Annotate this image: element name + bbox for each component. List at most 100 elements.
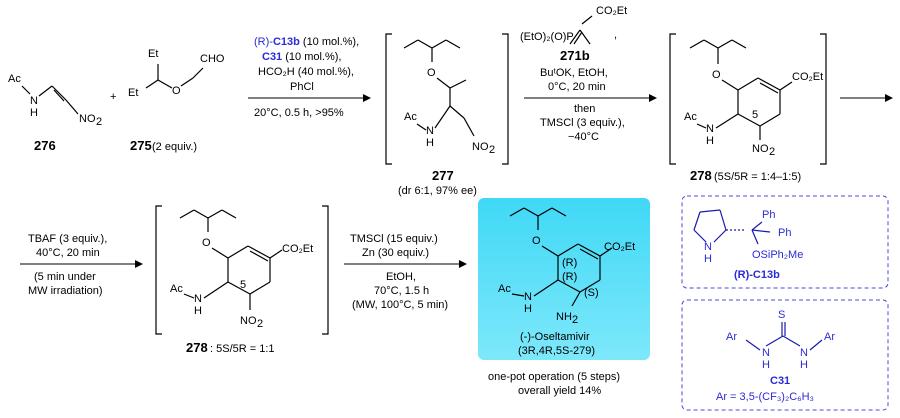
svg-text:NH: NH [556,311,572,323]
compound-279-oseltamivir: O CO₂Et (R) (R) (S) Ac N H NH 2 (-)-Osel… [498,207,635,357]
reagent-271b-label: 271b [560,48,590,63]
svg-text:TBAF (3 equiv.),: TBAF (3 equiv.), [28,233,107,245]
svg-text:OSiPh₂Me: OSiPh₂Me [752,249,803,261]
svg-text:N: N [706,123,714,135]
svg-text:CO₂Et: CO₂Et [792,71,823,83]
svg-text:Ph: Ph [762,209,775,221]
svg-text:H: H [762,359,770,371]
svg-text:2: 2 [96,116,102,128]
svg-text:HCO₂H (40 mol.%),: HCO₂H (40 mol.%), [258,66,354,78]
svg-text:H: H [194,305,202,317]
oseltamivir-name: (-)-Oseltamivir [520,331,590,343]
compound-278-first-label: 278 [690,168,712,183]
svg-text:Ac: Ac [684,111,697,123]
compound-276-label: 276 [34,138,56,153]
svg-text:EtOH,: EtOH, [386,271,416,283]
compound-277: O Ac N H NO 2 277 (dr 6:1, 97% ee) [385,33,509,197]
svg-text:then: then [574,103,595,115]
svg-text:N: N [426,125,434,137]
catalyst-c13b-label: (R)-C13b [734,269,780,281]
svg-text:NO: NO [79,113,96,125]
overall-yield: overall yield 14% [518,385,601,397]
svg-text:N: N [524,291,532,303]
svg-text:(R)-C13b (10 mol.%),: (R)-C13b (10 mol.%), [254,36,359,48]
svg-text:MW irradiation): MW irradiation) [28,285,103,297]
svg-text:H: H [524,303,532,315]
catalyst-c31-ar: Ar = 3,5-(CF₃)₂C₆H₃ [716,391,814,403]
svg-text:S: S [778,309,785,321]
svg-text:CO₂Et: CO₂Et [596,5,627,17]
svg-text:(5 min under: (5 min under [34,271,96,283]
svg-text:Ar: Ar [726,331,737,343]
svg-text:2: 2 [489,144,495,156]
svg-text:(R): (R) [562,271,577,283]
svg-text:O: O [172,85,181,97]
svg-text:Ac: Ac [8,73,21,85]
svg-text:(S): (S) [584,287,599,299]
svg-text:PhCl: PhCl [290,81,314,93]
svg-text:5: 5 [240,279,246,291]
svg-text:H: H [704,253,712,265]
svg-text:Zn (30 equiv.): Zn (30 equiv.) [362,247,429,259]
svg-text:20°C, 0.5 h, >95%: 20°C, 0.5 h, >95% [254,107,344,119]
svg-text:2: 2 [572,314,578,326]
compound-275-equiv: (2 equiv.) [152,141,197,153]
svg-text:BuᵗOK, EtOH,: BuᵗOK, EtOH, [540,67,608,79]
svg-text:N: N [194,293,202,305]
compound-275: Et Et O CHO 275 (2 equiv.) [128,48,225,153]
compound-277-label: 277 [432,168,454,183]
svg-text:N: N [704,241,712,253]
svg-text:(R): (R) [562,257,577,269]
compound-277-note: (dr 6:1, 97% ee) [398,185,477,197]
oseltamivir-highlight-box [478,198,650,360]
compound-275-label: 275 [130,138,152,153]
svg-text:N: N [800,347,808,359]
svg-text:,: , [614,29,617,41]
svg-text:Ph: Ph [778,227,791,239]
svg-text:NO: NO [752,143,769,155]
svg-text:H: H [30,107,38,119]
svg-text:2: 2 [769,146,775,158]
step1-conditions: (R)-C13b (10 mol.%), C31 (10 mol.%), HCO… [248,36,371,119]
svg-text:N: N [762,347,770,359]
svg-text:0°C, 20 min: 0°C, 20 min [548,81,606,93]
svg-text:C31 (10 mol.%),: C31 (10 mol.%), [262,51,341,63]
one-pot-summary: one-pot operation (5 steps) [488,371,620,383]
svg-text:TMSCl (15 equiv.): TMSCl (15 equiv.) [350,233,438,245]
svg-text:CHO: CHO [200,53,225,65]
svg-text:(EtO)₂(O)P: (EtO)₂(O)P [520,31,574,43]
compound-276: Ac N H NO 2 276 [8,73,102,153]
svg-text:CO₂Et: CO₂Et [282,243,313,255]
svg-text:TMSCl (3 equiv.),: TMSCl (3 equiv.), [540,117,625,129]
step4-conditions: TMSCl (15 equiv.) Zn (30 equiv.) EtOH, 7… [344,233,467,311]
catalyst-c31-structure: S N H N H Ar Ar C31 Ar = 3,5-(CF₃)₂C₆H₃ [716,309,835,403]
compound-278-second-note: : 5S/5R = 1:1 [210,343,275,355]
svg-text:O: O [202,237,211,249]
svg-text:H: H [800,359,808,371]
plus-sign: + [110,91,116,103]
svg-text:(MW, 100°C, 5 min): (MW, 100°C, 5 min) [352,299,448,311]
svg-text:Ar: Ar [824,331,835,343]
svg-text:CO₂Et: CO₂Et [604,241,635,253]
svg-text:5: 5 [752,109,758,121]
svg-text:Et: Et [128,87,138,99]
svg-text:N: N [30,95,38,107]
step3-conditions: TBAF (3 equiv.), 40°C, 20 min (5 min und… [20,233,143,297]
compound-279-label: (3R,4R,5S-279) [518,345,595,357]
compound-278-second-label: 278 [186,340,208,355]
step2-conditions: CO₂Et (EtO)₂(O)P , 271b BuᵗOK, EtOH, 0°C… [520,5,657,143]
compound-278-first: O CO₂Et Ac N H 5 NO 2 278 (5S/5R = 1:4–1… [669,33,827,183]
svg-text:Ac: Ac [170,283,183,295]
svg-text:−40°C: −40°C [568,131,599,143]
catalyst-c13b-structure: N H Ph Ph OSiPh₂Me (R)-C13b [693,209,803,281]
svg-text:O: O [427,67,436,79]
compound-278-second: O CO₂Et Ac N H 5 NO 2 278 : 5S/5R = 1:1 [155,205,329,355]
compound-278-first-note: (5S/5R = 1:4–1:5) [714,171,801,183]
svg-text:O: O [712,69,721,81]
svg-text:NO: NO [240,315,257,327]
svg-text:H: H [706,135,714,147]
catalyst-c31-box [681,299,889,411]
svg-text:O: O [532,235,541,247]
svg-text:NO: NO [472,141,489,153]
